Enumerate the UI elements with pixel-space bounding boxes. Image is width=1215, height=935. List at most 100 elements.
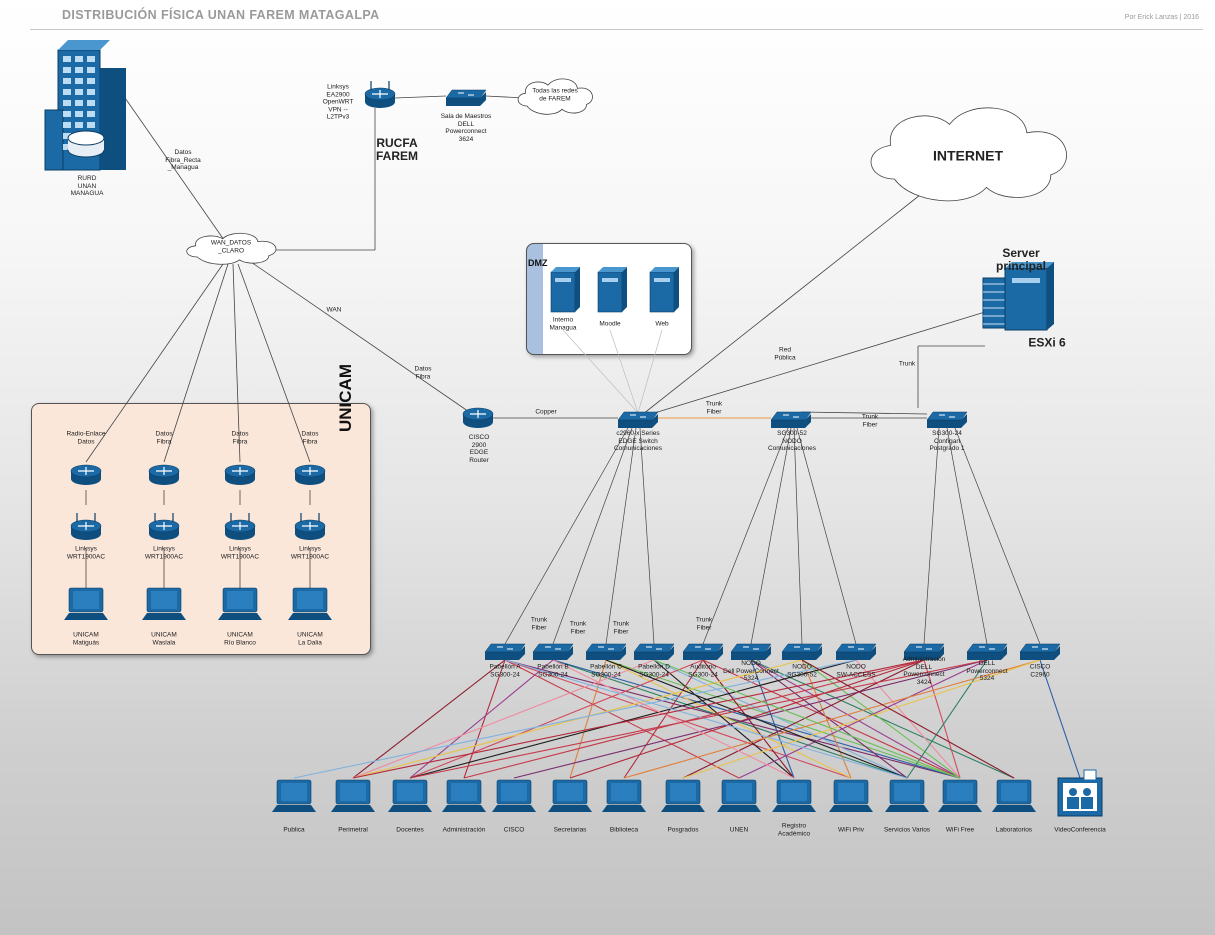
unicam-linksys-icon bbox=[70, 513, 102, 540]
unicam-router-icon bbox=[148, 464, 180, 485]
link-mesh bbox=[801, 659, 1015, 779]
access-switch-icon bbox=[1019, 643, 1061, 660]
link-mesh bbox=[750, 659, 1015, 779]
endpoint-label: Administración bbox=[442, 826, 486, 834]
endpoint-label: VideoConferencia bbox=[1054, 826, 1106, 834]
endpoint-label: Publica bbox=[283, 826, 305, 834]
link-mesh bbox=[653, 659, 961, 779]
endpoint-label: Biblioteca bbox=[609, 826, 639, 834]
link-mesh bbox=[352, 659, 925, 779]
link-core-access-1 bbox=[552, 427, 633, 645]
link-rurd-wan bbox=[122, 94, 232, 251]
link-mesh bbox=[463, 659, 506, 779]
unicam-linksys-icon bbox=[224, 513, 256, 540]
wan-cloud-label: WAN_DATOS _CLARO bbox=[210, 239, 252, 255]
access-switch-icon bbox=[532, 643, 574, 660]
server-principal-icon bbox=[982, 262, 1054, 331]
endpoint-pc-icon bbox=[829, 779, 873, 812]
endpoint-label: WiFi Free bbox=[945, 826, 975, 834]
link-post-nodo-2 bbox=[800, 411, 928, 415]
link-mesh bbox=[750, 659, 795, 779]
internet-cloud-icon bbox=[870, 107, 1067, 202]
endpoint-label: CISCO bbox=[503, 826, 525, 834]
link-wan-unicam-0 bbox=[85, 263, 224, 463]
unicam-link-label: Datos Fibra bbox=[231, 430, 249, 446]
unicam-site-label: UNICAM La Dalia bbox=[297, 631, 323, 647]
link-post-access-10 bbox=[954, 427, 1041, 645]
unicam-router-icon bbox=[224, 464, 256, 485]
link-mesh bbox=[750, 659, 961, 779]
link-mesh bbox=[352, 659, 655, 779]
endpoint-pc-icon bbox=[992, 779, 1036, 812]
unicam-site-label: UNICAM Matiguás bbox=[72, 631, 100, 647]
core-switch-label: c2960-x Series EDGE Switch Comunicacione… bbox=[613, 429, 663, 452]
link-mesh bbox=[569, 659, 607, 779]
unicam-link-label: Datos Fibra bbox=[301, 430, 319, 446]
edge-label-access-trunk: Trunk Fiber bbox=[569, 620, 587, 636]
edge-label-access-trunk: Trunk Fiber bbox=[695, 616, 713, 632]
link-wan-cisco bbox=[250, 261, 479, 419]
edge-label-trunk: Trunk bbox=[898, 360, 916, 368]
nodo-switch-icon bbox=[770, 411, 812, 428]
dmz-server-label: Interno Managua bbox=[549, 316, 577, 332]
link-mesh bbox=[409, 659, 857, 779]
unicam-linksys-icon bbox=[294, 513, 326, 540]
unicam-linksys-label: Linksys WRT1900AC bbox=[66, 545, 106, 561]
endpoint-pc-icon bbox=[442, 779, 486, 812]
dmz-server-icon bbox=[550, 267, 580, 313]
endpoint-pc-icon bbox=[331, 779, 375, 812]
link-mesh bbox=[409, 659, 554, 779]
access-switch-label: CISCO C2960 bbox=[1029, 663, 1051, 679]
unicam-link-label: Datos Fibra bbox=[155, 430, 173, 446]
edge-label-copper: Copper bbox=[535, 408, 557, 416]
link-mesh bbox=[906, 659, 988, 779]
link-mesh bbox=[513, 659, 988, 779]
unicam-router-icon bbox=[70, 464, 102, 485]
link-nodo-access-4 bbox=[702, 427, 789, 645]
link-mesh bbox=[504, 659, 961, 779]
unicam-linksys-label: Linksys WRT1900AC bbox=[220, 545, 260, 561]
access-switch-icon bbox=[585, 643, 627, 660]
edge-label-wan-rurd: Datos Fibra_Recta _Managua bbox=[165, 148, 201, 171]
unicam-linksys-label: Linksys WRT1900AC bbox=[290, 545, 330, 561]
dmz-title: DMZ bbox=[528, 258, 548, 268]
access-switch-icon bbox=[730, 643, 772, 660]
endpoint-label: Servicios Varios bbox=[883, 826, 931, 834]
unicam-linksys-label: Linksys WRT1900AC bbox=[144, 545, 184, 561]
link-nodo-access-7 bbox=[796, 427, 857, 645]
link-dmz-2 bbox=[637, 329, 663, 414]
endpoint-label: UNEN bbox=[729, 826, 749, 834]
linksys-main-label: Linksys EA2900 OpenWRT VPN -- L2TPv3 bbox=[322, 83, 354, 121]
link-dmz-0 bbox=[562, 329, 639, 414]
endpoint-label: Docentes bbox=[396, 826, 424, 834]
link-core-server bbox=[637, 311, 986, 419]
endpoint-pc-icon bbox=[717, 779, 761, 812]
dmz-strip bbox=[526, 243, 543, 355]
wan-cloud-icon bbox=[186, 232, 277, 265]
link-mesh bbox=[750, 659, 908, 779]
link-post-access-8 bbox=[923, 427, 940, 645]
dmz-server-icon bbox=[649, 267, 679, 313]
unicam-site-label: UNICAM Río Blanco bbox=[224, 631, 256, 647]
access-switch-label: DELL Powerconnect 5324 bbox=[966, 659, 1008, 682]
cisco-edge-router-icon bbox=[462, 407, 494, 428]
link-mesh bbox=[605, 659, 908, 779]
edge-label-datos-fibra: Datos Fibra bbox=[414, 365, 432, 381]
access-switch-icon bbox=[484, 643, 526, 660]
link-mesh bbox=[1039, 659, 1081, 779]
farem-networks-cloud-icon bbox=[517, 78, 593, 115]
linksys-router-icon bbox=[364, 81, 396, 108]
link-mesh bbox=[463, 659, 925, 779]
link-linksys-sala bbox=[394, 95, 447, 99]
postgrado-switch-label: SG300-24 Configan Postgrado 1 bbox=[929, 429, 965, 452]
unicam-site-label: UNICAM Waslala bbox=[151, 631, 177, 647]
link-mesh bbox=[653, 659, 908, 779]
access-switch-icon bbox=[682, 643, 724, 660]
unicam-linksys-icon bbox=[148, 513, 180, 540]
header-divider bbox=[30, 29, 1203, 30]
link-mesh bbox=[293, 659, 857, 779]
access-switch-label: Pabellón C SG300-24 bbox=[590, 663, 622, 679]
link-mesh bbox=[552, 659, 908, 779]
access-switch-label: Administración DELL Powerconnect 3424 bbox=[902, 656, 946, 686]
